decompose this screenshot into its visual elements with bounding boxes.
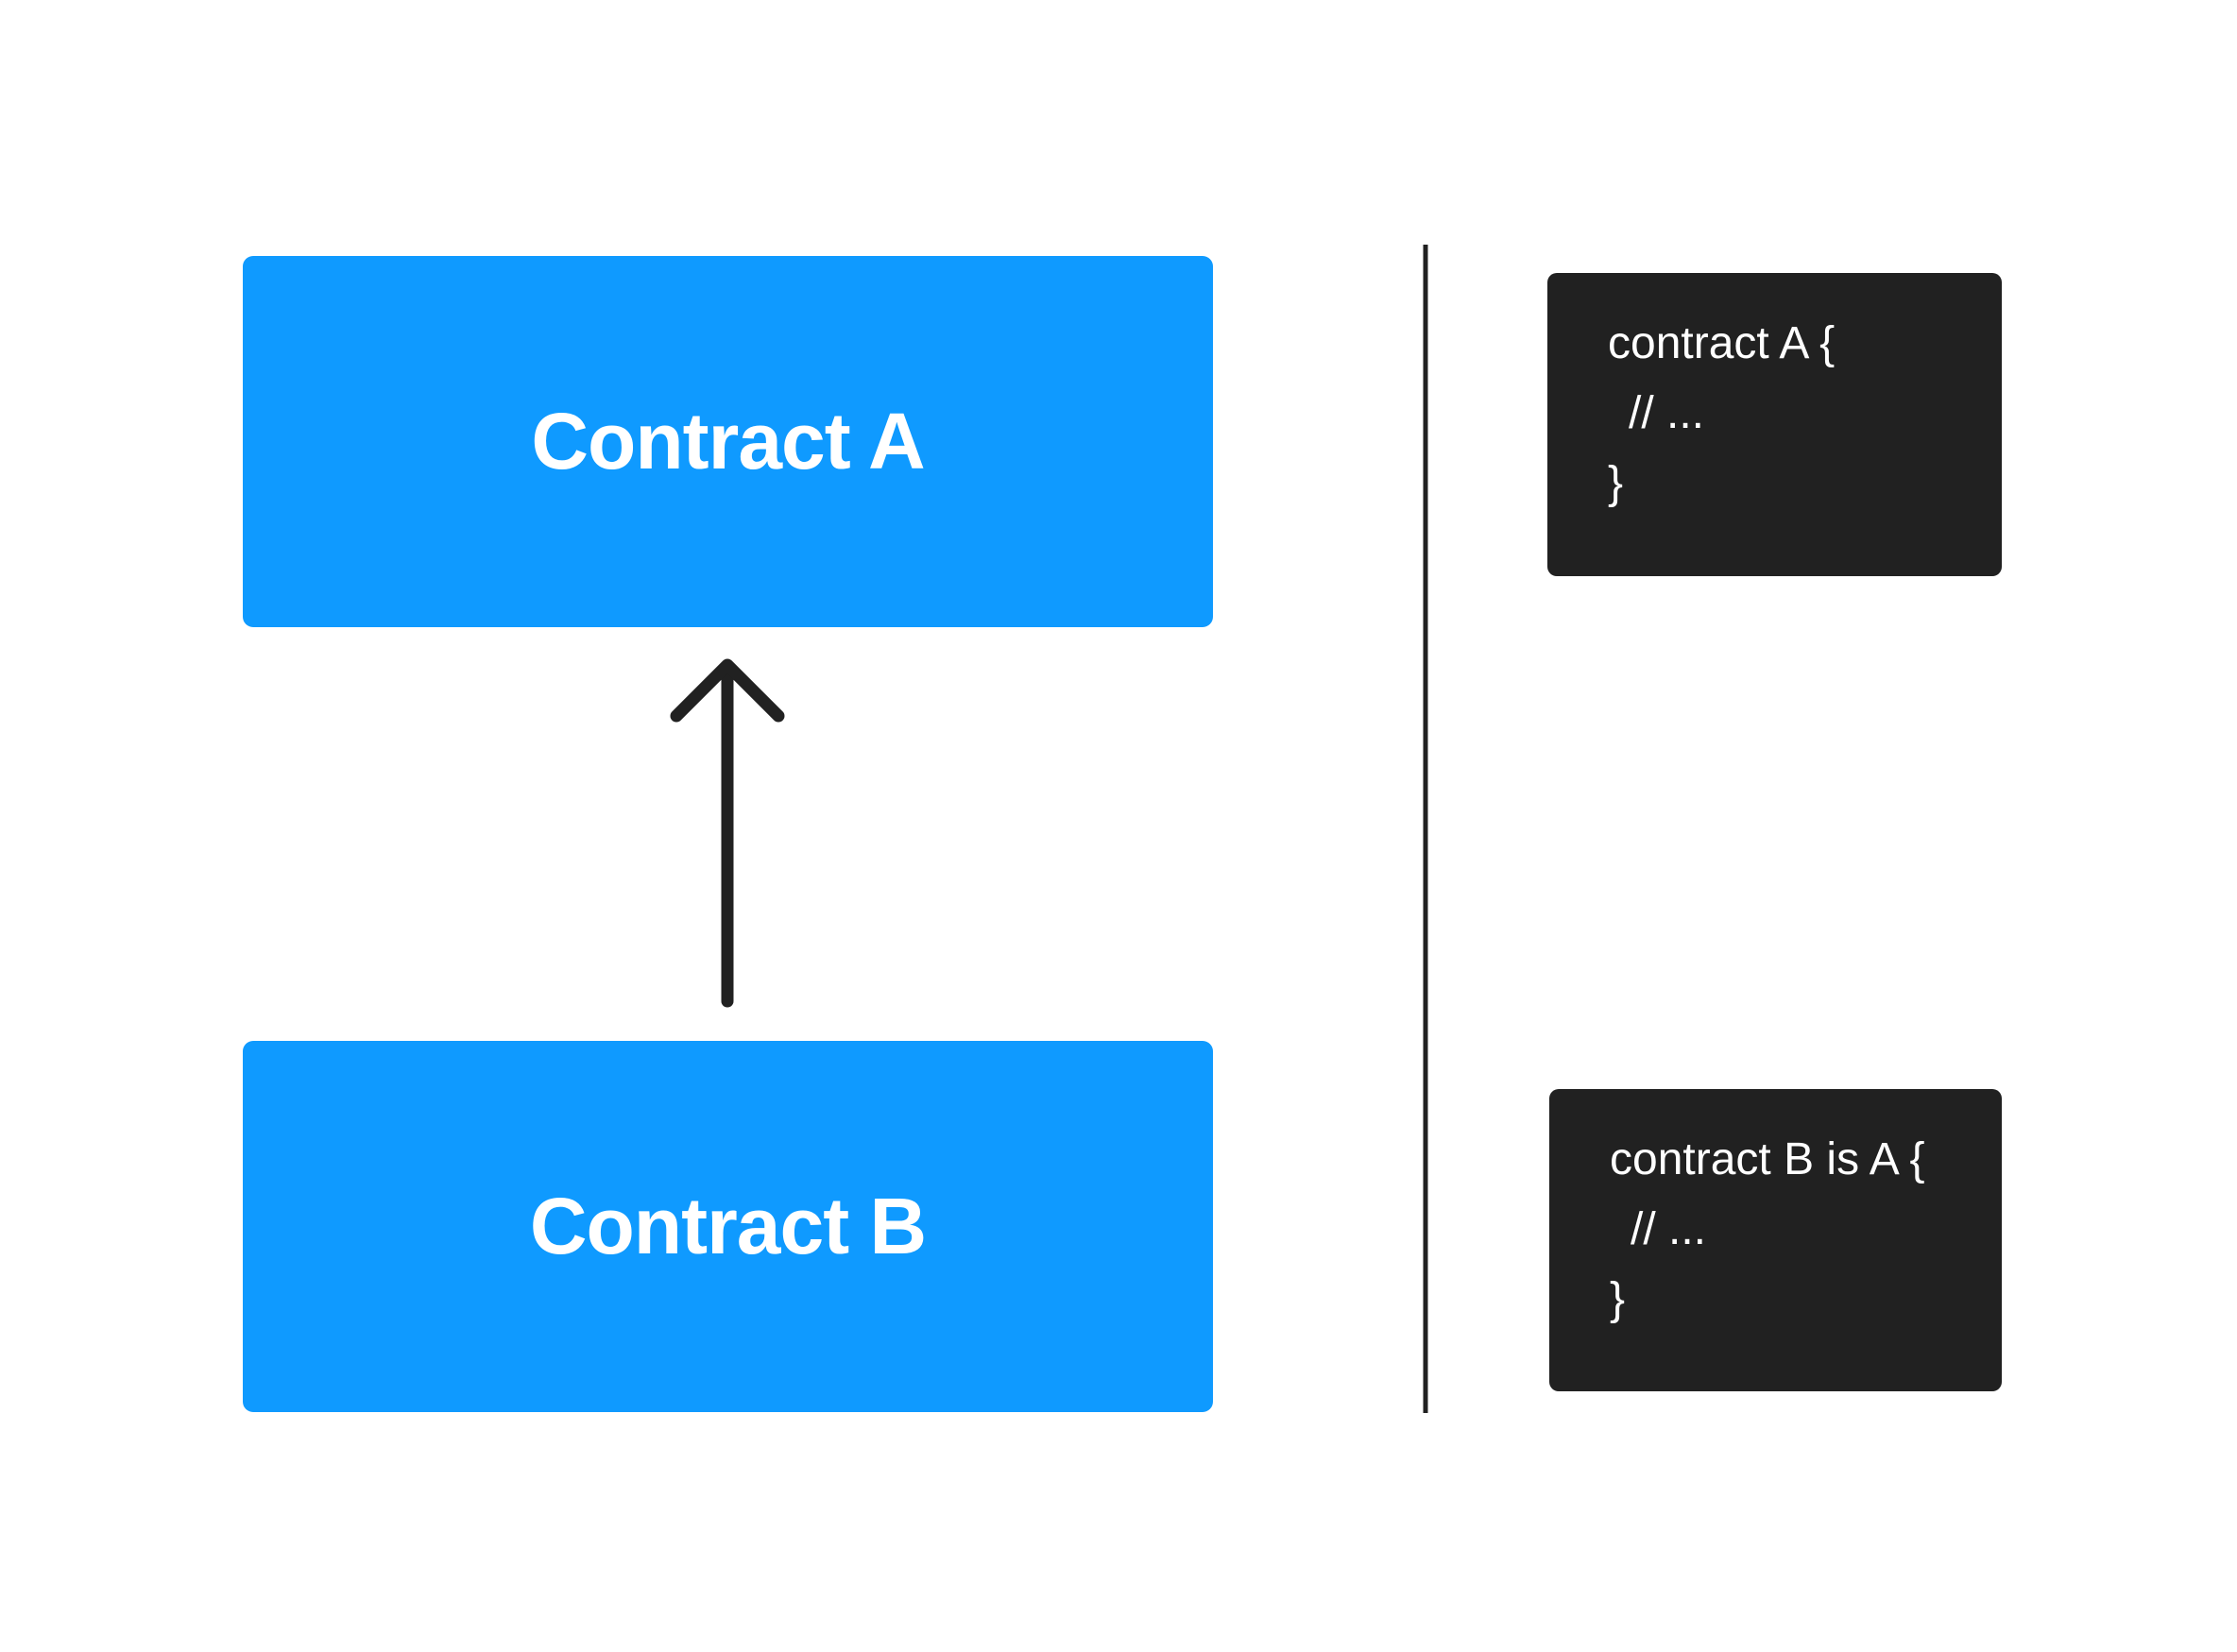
code-a-line-3: }	[1608, 458, 1624, 508]
code-b-line-1: contract B is A {	[1610, 1134, 1925, 1184]
code-b-line-3: }	[1610, 1274, 1626, 1324]
inheritance-arrowhead-icon	[670, 658, 785, 723]
inheritance-arrow	[670, 658, 785, 1008]
contract-a-box: Contract A	[243, 256, 1213, 627]
code-block-contract-a: contract A { // ... }	[1547, 273, 2002, 576]
code-a-line-1: contract A {	[1608, 318, 1836, 368]
contract-b-box: Contract B	[243, 1041, 1213, 1412]
contract-a-label: Contract A	[531, 397, 925, 485]
code-a-line-2: // ...	[1629, 388, 1705, 438]
code-block-contract-b: contract B is A { // ... }	[1549, 1089, 2002, 1391]
contract-b-label: Contract B	[529, 1182, 927, 1270]
code-b-line-2: // ...	[1631, 1204, 1707, 1254]
